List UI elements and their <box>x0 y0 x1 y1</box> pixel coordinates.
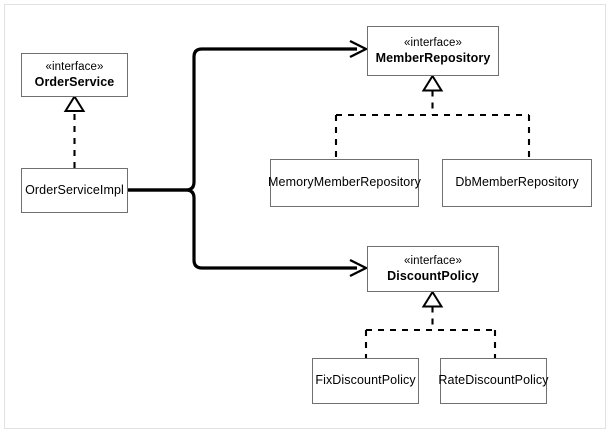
class-box-fix-discount-policy[interactable]: FixDiscountPolicy <box>312 358 419 404</box>
stereotype-label: «interface» <box>404 36 462 49</box>
hollow-triangle-icon <box>421 290 444 308</box>
open-arrow-icon <box>349 258 369 278</box>
hollow-triangle-icon <box>421 74 444 92</box>
class-box-member-repository[interactable]: «interface» MemberRepository <box>367 26 499 76</box>
class-name-label: DiscountPolicy <box>387 268 479 283</box>
edge-member-repository-realizations <box>334 74 531 159</box>
class-name-label: DbMemberRepository <box>455 175 579 190</box>
class-name-label: MemberRepository <box>375 50 491 65</box>
class-name-label: RateDiscountPolicy <box>438 373 549 388</box>
hollow-triangle-icon <box>63 94 86 112</box>
class-box-discount-policy[interactable]: «interface» DiscountPolicy <box>367 246 499 292</box>
stereotype-label: «interface» <box>45 60 104 73</box>
edge-impl-uses-discount-policy <box>128 188 369 278</box>
class-box-db-member-repository[interactable]: DbMemberRepository <box>442 159 592 207</box>
class-name-label: OrderServiceImpl <box>25 182 124 197</box>
open-arrow-icon <box>349 39 369 59</box>
class-box-order-service[interactable]: «interface» OrderService <box>21 53 128 97</box>
class-name-label: MemoryMemberRepository <box>268 175 421 190</box>
edge-discount-policy-realizations <box>364 290 497 358</box>
dependency-line <box>128 188 357 270</box>
class-box-rate-discount-policy[interactable]: RateDiscountPolicy <box>438 358 549 404</box>
class-name-label: FixDiscountPolicy <box>315 373 416 388</box>
class-name-label: OrderService <box>34 74 115 89</box>
class-box-order-service-impl[interactable]: OrderServiceImpl <box>21 168 128 213</box>
class-box-memory-member-repository[interactable]: MemoryMemberRepository <box>268 159 421 207</box>
edge-impl-realizes-order-service <box>63 94 86 168</box>
stereotype-label: «interface» <box>404 254 462 267</box>
